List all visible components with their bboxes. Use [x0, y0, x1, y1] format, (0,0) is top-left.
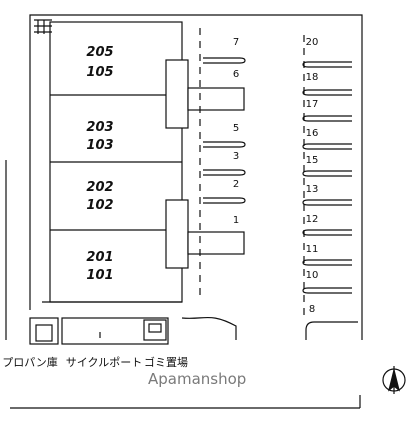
parking-slot-label: 2 — [233, 179, 239, 190]
bicycle-port — [61, 317, 169, 345]
parking-stall — [302, 259, 352, 266]
watermark: Apamanshop — [148, 370, 246, 388]
balcony — [187, 87, 245, 111]
propane-storage — [29, 317, 59, 345]
driveway — [181, 316, 237, 340]
parking-slot-label: 10 — [306, 270, 319, 281]
parking-stall — [302, 61, 352, 68]
parking-slot-label: 3 — [233, 151, 239, 162]
parking-slot-label: 18 — [306, 72, 319, 83]
parking-stall — [302, 143, 352, 150]
corner-mark — [34, 19, 52, 34]
stair-block — [165, 59, 189, 129]
parking-stall — [302, 229, 352, 236]
parking-slot-label: 1 — [233, 215, 239, 226]
parking-stall — [302, 89, 352, 96]
unit-number-lower: 103 — [86, 138, 113, 153]
parking-slot-label: 5 — [233, 123, 239, 134]
parking-slot-label: 13 — [306, 184, 319, 195]
parking-slot-label: 11 — [306, 244, 319, 255]
bicycle-label: サイクルポート — [66, 356, 142, 369]
garbage-bin — [148, 323, 162, 333]
site-boundary — [29, 14, 363, 340]
unit-number-lower: 102 — [86, 198, 113, 213]
parking-stall — [302, 170, 352, 177]
parking-slot-label: 15 — [306, 155, 319, 166]
curb-right — [305, 321, 358, 340]
parking-stall — [302, 199, 352, 206]
parking-slot-label: 20 — [306, 37, 319, 48]
parking-stall — [203, 169, 246, 176]
balcony — [187, 231, 245, 255]
parking-slot-label: 6 — [233, 69, 239, 80]
unit-number-upper: 203 — [86, 120, 113, 135]
parking-stall — [302, 287, 352, 294]
parking-stall — [203, 197, 246, 204]
parking-slot-label: 16 — [306, 128, 319, 139]
unit-number-upper: 201 — [86, 250, 113, 265]
garbage-area — [143, 319, 167, 341]
north-arrow-icon — [382, 366, 406, 394]
parking-slot-label: 17 — [306, 99, 319, 110]
parking-stall — [203, 141, 246, 148]
unit-number-upper: 205 — [86, 45, 113, 60]
unit-number-lower: 101 — [86, 268, 113, 283]
garbage-label: ゴミ置場 — [144, 355, 188, 369]
parking-slot-label: 12 — [306, 214, 319, 225]
parking-slot-label: 8 — [309, 304, 315, 315]
facility-inner — [35, 324, 53, 342]
unit-number-upper: 202 — [86, 180, 113, 195]
stair-block — [165, 199, 189, 269]
parking-stall — [302, 115, 352, 122]
parking-slot-label: 7 — [233, 37, 239, 48]
unit-number-lower: 105 — [86, 65, 113, 80]
propane-label: プロパン庫 — [2, 355, 58, 369]
parking-stall — [203, 57, 246, 64]
